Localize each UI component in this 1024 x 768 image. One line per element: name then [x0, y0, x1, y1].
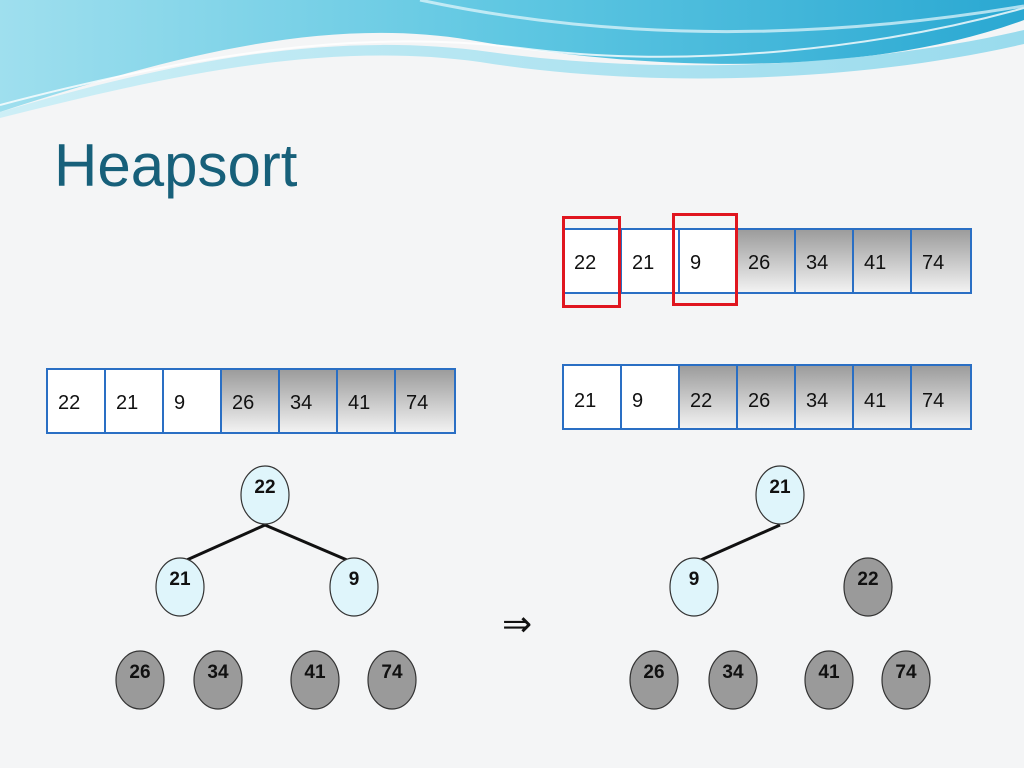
- swap-highlight-third: [672, 213, 738, 306]
- tree-after-node: [755, 465, 805, 525]
- array-before-cell: 22: [48, 370, 106, 432]
- tree-before-node: [155, 557, 205, 617]
- tree-before-node-label: 74: [381, 662, 403, 683]
- implies-arrow: ⇒: [502, 604, 533, 645]
- tree-after-node-label: 41: [818, 662, 840, 683]
- tree-before-node-label: 9: [349, 569, 360, 590]
- tree-before-node: [115, 650, 165, 710]
- tree-after-node-label: 9: [689, 569, 700, 590]
- swap-highlight-first: [562, 216, 621, 308]
- array-after-cell: 26: [738, 366, 796, 428]
- array-after-cell: 9: [622, 366, 680, 428]
- array-after-cell: 41: [854, 366, 912, 428]
- tree-after-node: [804, 650, 854, 710]
- tree-after-node: [881, 650, 931, 710]
- tree-after-node: [843, 557, 893, 617]
- array-after-cell: 34: [796, 366, 854, 428]
- array-after-cell: 74: [912, 366, 970, 428]
- array-before-cell: 26: [222, 370, 280, 432]
- array-swap-cell: 41: [854, 230, 912, 292]
- header-wave-decoration: [0, 0, 1024, 118]
- tree-before-edge: [179, 523, 266, 565]
- tree-before-node-label: 21: [169, 569, 191, 590]
- tree-before-edge: [264, 523, 355, 565]
- tree-after-node-label: 22: [857, 569, 878, 590]
- tree-after-node: [708, 650, 758, 710]
- array-swap-cell: 22: [564, 230, 622, 292]
- tree-before-node: [240, 465, 290, 525]
- tree-before-node-label: 34: [207, 662, 229, 683]
- tree-before-node: [367, 650, 417, 710]
- array-swap-cell: 21: [622, 230, 680, 292]
- tree-after-node: [629, 650, 679, 710]
- array-before-cell: 41: [338, 370, 396, 432]
- array-before-cell: 9: [164, 370, 222, 432]
- tree-after-node-label: 74: [895, 662, 917, 683]
- tree-before-node: [290, 650, 340, 710]
- array-before-cell: 21: [106, 370, 164, 432]
- tree-before-node: [193, 650, 243, 710]
- array-after-cell: 22: [680, 366, 738, 428]
- slide-title: Heapsort: [54, 132, 298, 199]
- tree-after-node-label: 34: [722, 662, 744, 683]
- tree-before-node: [329, 557, 379, 617]
- array-swap-cell: 9: [680, 230, 738, 292]
- array-before-cell: 74: [396, 370, 454, 432]
- tree-before-node-label: 41: [304, 662, 326, 683]
- tree-before-node-label: 22: [254, 477, 275, 498]
- tree-after-node: [669, 557, 719, 617]
- tree-before-node-label: 26: [129, 662, 150, 683]
- heap-tree-before: 22 21 9 26 34 41 74: [115, 465, 417, 710]
- tree-after-edge: [693, 523, 781, 565]
- heap-tree-after: 21 9 22 26 34 41 74: [629, 465, 931, 710]
- array-before-cell: 34: [280, 370, 338, 432]
- tree-after-node-label: 26: [643, 662, 664, 683]
- array-after-cell: 21: [564, 366, 622, 428]
- tree-after-node-label: 21: [769, 477, 791, 498]
- array-swap-cell: 26: [738, 230, 796, 292]
- array-swap-cell: 34: [796, 230, 854, 292]
- array-swap-cell: 74: [912, 230, 970, 292]
